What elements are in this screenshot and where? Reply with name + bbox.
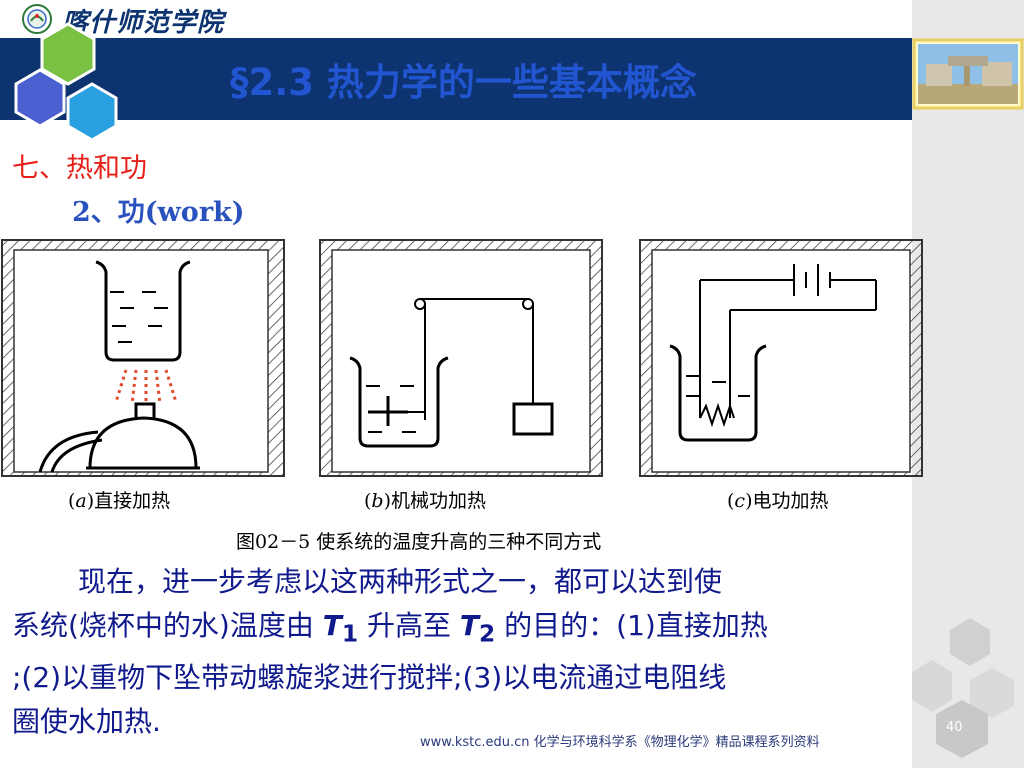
flame-dots xyxy=(114,369,178,405)
resistor-coil-icon xyxy=(699,402,735,428)
title-hexagons-icon xyxy=(14,22,118,142)
body-line-1: 现在，进一步考虑以这两种形式之一，都可以达到使 xyxy=(78,565,723,598)
caption-electric-work: (c)电功加热 xyxy=(727,490,829,512)
beaker-c xyxy=(669,344,767,442)
footer-text: www.kstc.edu.cn 化学与环境科学系《物理化学》精品课程系列资料 xyxy=(420,735,820,750)
figure-caption: 图02－5 使系统的温度升高的三种不同方式 xyxy=(236,531,602,553)
slide-title: §2.3 热力学的一些基本概念 xyxy=(230,61,697,104)
school-seal-icon xyxy=(22,4,52,34)
panel-direct-heating xyxy=(1,239,285,477)
battery-icon xyxy=(699,264,877,418)
panel-mechanical-work xyxy=(319,239,603,477)
title-bar xyxy=(0,38,912,120)
logo-bar xyxy=(0,0,912,38)
school-name: 喀什师范学院 xyxy=(62,8,225,38)
body-line-4: 圈使水加热. xyxy=(12,704,161,738)
caption-mechanical-work: (b)机械功加热 xyxy=(364,490,487,512)
beaker-b xyxy=(349,356,449,448)
caption-direct-heating: (a)直接加热 xyxy=(68,490,171,512)
burner xyxy=(38,402,200,473)
right-panel xyxy=(912,0,1024,768)
heating-methods-figure xyxy=(1,239,923,477)
page-number: 40 xyxy=(946,720,963,735)
beaker-a xyxy=(95,260,191,362)
panel-electric-work xyxy=(639,239,923,477)
campus-gate-photo xyxy=(912,38,1024,110)
section-heading: 七、热和功 xyxy=(12,153,147,184)
body-line-3: ;(2)以重物下坠带动螺旋浆进行搅拌;(3)以电流通过电阻线 xyxy=(12,660,727,694)
decorative-hexagons xyxy=(912,618,1014,758)
body-line-2: 系统(烧杯中的水)温度由 T1 升高至 T2 的目的：(1)直接加热 xyxy=(12,609,768,648)
sub-heading: 2、功(work) xyxy=(72,197,245,228)
body-paragraph: 现在，进一步考虑以这两种形式之一，都可以达到使 系统(烧杯中的水)温度由 T1 … xyxy=(12,560,902,744)
